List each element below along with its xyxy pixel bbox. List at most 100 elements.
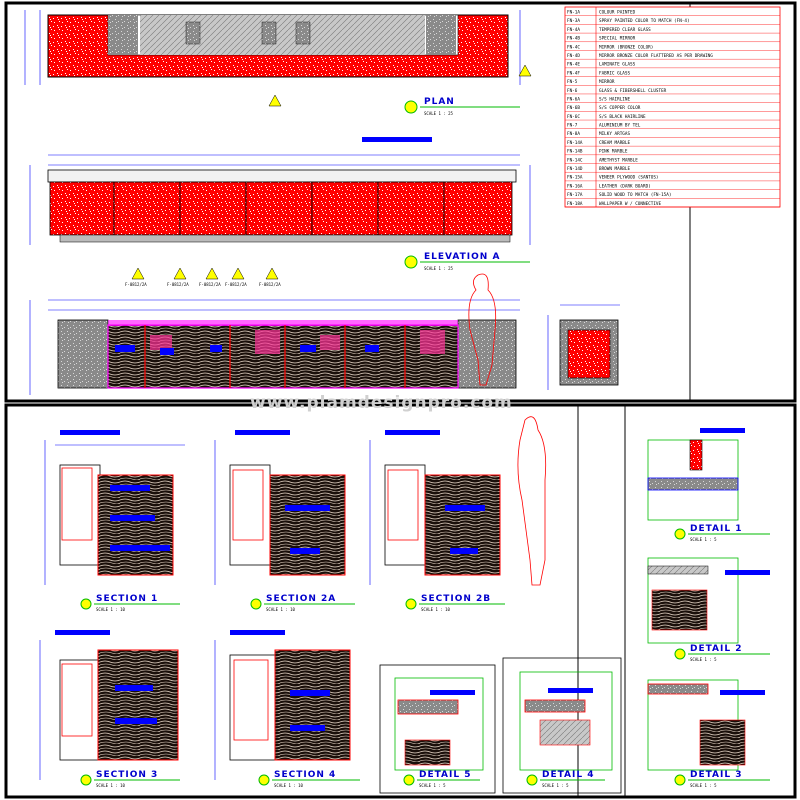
legend-code: FN-3A (567, 18, 580, 24)
section-2b-drawing: SECTION 2B SCALE 1 : 10 (369, 416, 547, 612)
section-tag-label: F-0812/2A (259, 282, 281, 287)
detail-2-drawing: DETAIL 2 SCALE 1 : 5 (647, 557, 770, 662)
plan-title: PLAN (424, 97, 455, 107)
detail-1-scale: SCALE 1 : 5 (690, 537, 717, 542)
section-tag-label: F-0812/2A (225, 282, 247, 287)
legend-description: ALUMINIUM BY TEL (599, 123, 641, 129)
section-tag-label: F-0812/2A (125, 282, 147, 287)
elevation-title: ELEVATION A (424, 252, 500, 262)
legend-code: FN-14C (567, 157, 583, 163)
detail-5-scale: SCALE 1 : 5 (419, 783, 446, 788)
plan-scale: SCALE 1 : 25 (424, 111, 453, 116)
legend-code: FN-4A (567, 27, 580, 33)
legend-description: MIRROR BRONZE COLOR FLATTERED AS PER DRA… (599, 53, 713, 59)
legend-code: FN-6C (567, 114, 580, 120)
legend-code: FN-4F (567, 70, 580, 76)
legend-description: WALLPAPER W / CONNECTIVE (599, 201, 661, 207)
section-4-drawing: SECTION 4 SCALE 1 : 10 (214, 630, 360, 788)
legend-description: VENEER PLYWOOD (SANTOS) (599, 175, 659, 181)
legend-code: FN-6 (567, 88, 578, 94)
elevation-title-bubble (404, 255, 418, 269)
legend-description: SPRAY PAINTED COLOR TO MATCH (FN-4) (599, 18, 690, 24)
section-1-scale: SCALE 1 : 10 (96, 607, 125, 612)
section-tag-label: F-0812/2A (199, 282, 221, 287)
legend-code: FN-7 (567, 123, 578, 129)
legend-description: CREAM MARBLE (599, 140, 630, 146)
legend-description: LAMINATE GLASS (599, 62, 636, 68)
detail-1-drawing: DETAIL 1 SCALE 1 : 5 (647, 428, 770, 542)
legend-code: FN-4E (567, 62, 580, 68)
legend-description: PINK MARBLE (599, 149, 628, 155)
legend-code: FN-14A (567, 140, 583, 146)
material-legend: FN-1A COLOUR PAINTED FN-3A SPRAY PAINTED CO… (564, 6, 781, 208)
legend-code: FN-4D (567, 53, 580, 59)
section-2b-scale: SCALE 1 : 10 (421, 607, 450, 612)
legend-code: FN-18A (567, 201, 583, 207)
watermark: www.plamdesignpro.com (250, 393, 513, 413)
detail-3-scale: SCALE 1 : 5 (690, 783, 717, 788)
legend-description: AMETHYST MARBLE (599, 157, 638, 163)
legend-code: FN-6A (567, 96, 580, 102)
legend-description: SOLID WOOD TO MATCH (FN-15A) (599, 192, 671, 198)
section-2a-title: SECTION 2A (266, 594, 336, 604)
side-elevation-drawing (547, 304, 620, 390)
section-3-scale: SCALE 1 : 10 (96, 783, 125, 788)
legend-description: TEMPERED CLEAR GLASS (599, 27, 651, 33)
section-4-scale: SCALE 1 : 10 (274, 783, 303, 788)
section-2b-title: SECTION 2B (421, 594, 491, 604)
section-tags: F-0812/2A F-0812/2A F-0812/2A F-0812/2A … (125, 267, 281, 287)
legend-description: S/S HAIRLINE (599, 96, 630, 102)
section-tag-label: F-0812/2A (167, 282, 189, 287)
legend-code: FN-4C (567, 44, 580, 50)
legend-description: COLOUR PAINTED (599, 9, 636, 15)
legend-code: FN-5 (567, 79, 578, 85)
elevation-cabinets (49, 181, 513, 236)
legend-code: FN-16A (567, 183, 583, 189)
section-3-drawing: SECTION 3 SCALE 1 : 10 (39, 630, 180, 788)
plan-title-bubble (404, 100, 418, 114)
section-4-title: SECTION 4 (274, 770, 336, 780)
detail-4-scale: SCALE 1 : 5 (542, 783, 569, 788)
detail-2-scale: SCALE 1 : 5 (690, 657, 717, 662)
plan-drawing: PLAN SCALE 1 : 25 (24, 10, 532, 116)
elevation-scale: SCALE 1 : 25 (424, 266, 453, 271)
legend-description: BROWN MARBLE (599, 166, 630, 172)
sheet-border-top (4, 1, 797, 403)
legend-code: FN-17A (567, 192, 583, 198)
section-1-title: SECTION 1 (96, 594, 158, 604)
section-3-title: SECTION 3 (96, 770, 158, 780)
legend-code: FN-6B (567, 105, 580, 111)
legend-description: MIRROR (599, 79, 615, 85)
legend-description: FABRIC GLASS (599, 70, 630, 76)
detail-4-title: DETAIL 4 (542, 770, 595, 780)
legend-code: FN-4B (567, 36, 580, 42)
detail-3-drawing: DETAIL 3 SCALE 1 : 5 (647, 679, 770, 788)
section-1-drawing: SECTION 1 SCALE 1 : 10 (44, 430, 185, 612)
elevation-a-drawing: ELEVATION A SCALE 1 : 25 (29, 137, 531, 271)
legend-code: FN-15A (567, 175, 583, 181)
legend-code: FN-14D (567, 166, 583, 172)
section-2a-scale: SCALE 1 : 10 (266, 607, 295, 612)
back-elevation-drawing (29, 273, 520, 395)
detail-2-title: DETAIL 2 (690, 644, 743, 654)
legend-code: FN-14B (567, 149, 583, 155)
legend-code: FN-1A (567, 9, 580, 15)
detail-5-title: DETAIL 5 (419, 770, 472, 780)
human-figure-section (517, 416, 547, 586)
legend-description: S/S BLACK HAIRLINE (599, 114, 646, 120)
legend-description: GLASS & FIBERSHELL CLUSTER (599, 88, 667, 94)
detail-4-drawing: DETAIL 4 SCALE 1 : 5 (502, 657, 622, 794)
legend-description: LEATHER (DARK BOARD) (599, 183, 651, 189)
human-figure (468, 273, 497, 386)
section-2a-drawing: SECTION 2A SCALE 1 : 10 (214, 430, 355, 612)
legend-description: MILKY ARTGAS (599, 131, 630, 137)
legend-description: SPECIAL MIRROR (599, 36, 636, 42)
sheet-border-bottom (4, 403, 797, 799)
legend-description: MIRROR (BRONZE COLOR) (599, 44, 653, 50)
legend-code: FN-8A (567, 131, 580, 137)
legend-description: S/S COPPER COLOR (599, 105, 641, 111)
detail-3-title: DETAIL 3 (690, 770, 743, 780)
detail-1-title: DETAIL 1 (690, 524, 743, 534)
detail-5-drawing: DETAIL 5 SCALE 1 : 5 (379, 664, 496, 794)
